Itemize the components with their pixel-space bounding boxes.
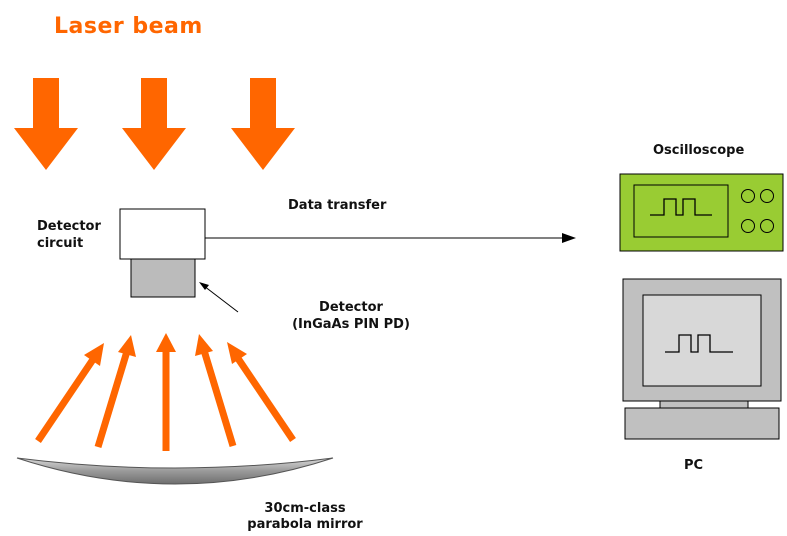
- laser-beam-arrows: [14, 78, 295, 170]
- detector-pointer-arrow: [199, 282, 239, 313]
- pc-screen: [642, 294, 762, 387]
- pc: [622, 278, 782, 440]
- oscilloscope-knob-3: [741, 219, 755, 233]
- reflected-arrow-3: [156, 333, 176, 451]
- oscilloscope-screen: [633, 184, 729, 238]
- data-transfer-arrow: [205, 233, 576, 243]
- data-transfer-label: Data transfer: [288, 198, 387, 213]
- reflected-arrow-2: [94, 335, 136, 449]
- mirror-label-line2: parabola mirror: [247, 517, 363, 532]
- pc-waveform: [665, 334, 733, 353]
- laser-arrow-right: [231, 78, 295, 170]
- oscilloscope: [619, 173, 784, 252]
- reflected-arrow-5: [227, 342, 296, 442]
- oscilloscope-label: Oscilloscope: [653, 143, 745, 158]
- reflected-beams: [35, 333, 296, 451]
- oscilloscope-body: [619, 173, 784, 252]
- pc-stand: [659, 400, 749, 409]
- detector-label-line1: Detector: [319, 300, 383, 315]
- oscilloscope-knob-1: [741, 189, 755, 203]
- reflected-arrow-1: [35, 343, 104, 443]
- parabola-mirror: [16, 457, 334, 485]
- laser-arrow-left: [14, 78, 78, 170]
- detector-label-line2: (InGaAs PIN PD): [292, 317, 410, 332]
- oscilloscope-knob-2: [760, 189, 774, 203]
- oscilloscope-waveform: [650, 198, 712, 216]
- detector-circuit-box: [119, 208, 206, 260]
- detector-circuit-label-line2: circuit: [37, 236, 84, 251]
- pc-keyboard-base: [624, 407, 780, 440]
- oscilloscope-knob-4: [760, 219, 774, 233]
- laser-arrow-middle: [122, 78, 186, 170]
- laser-beam-title: Laser beam: [54, 14, 203, 39]
- reflected-arrow-4: [195, 334, 237, 448]
- detector-circuit-label-line1: Detector: [37, 219, 101, 234]
- pc-label: PC: [684, 458, 704, 473]
- detector-block: [130, 258, 196, 298]
- mirror-label-line1: 30cm-class: [264, 501, 346, 516]
